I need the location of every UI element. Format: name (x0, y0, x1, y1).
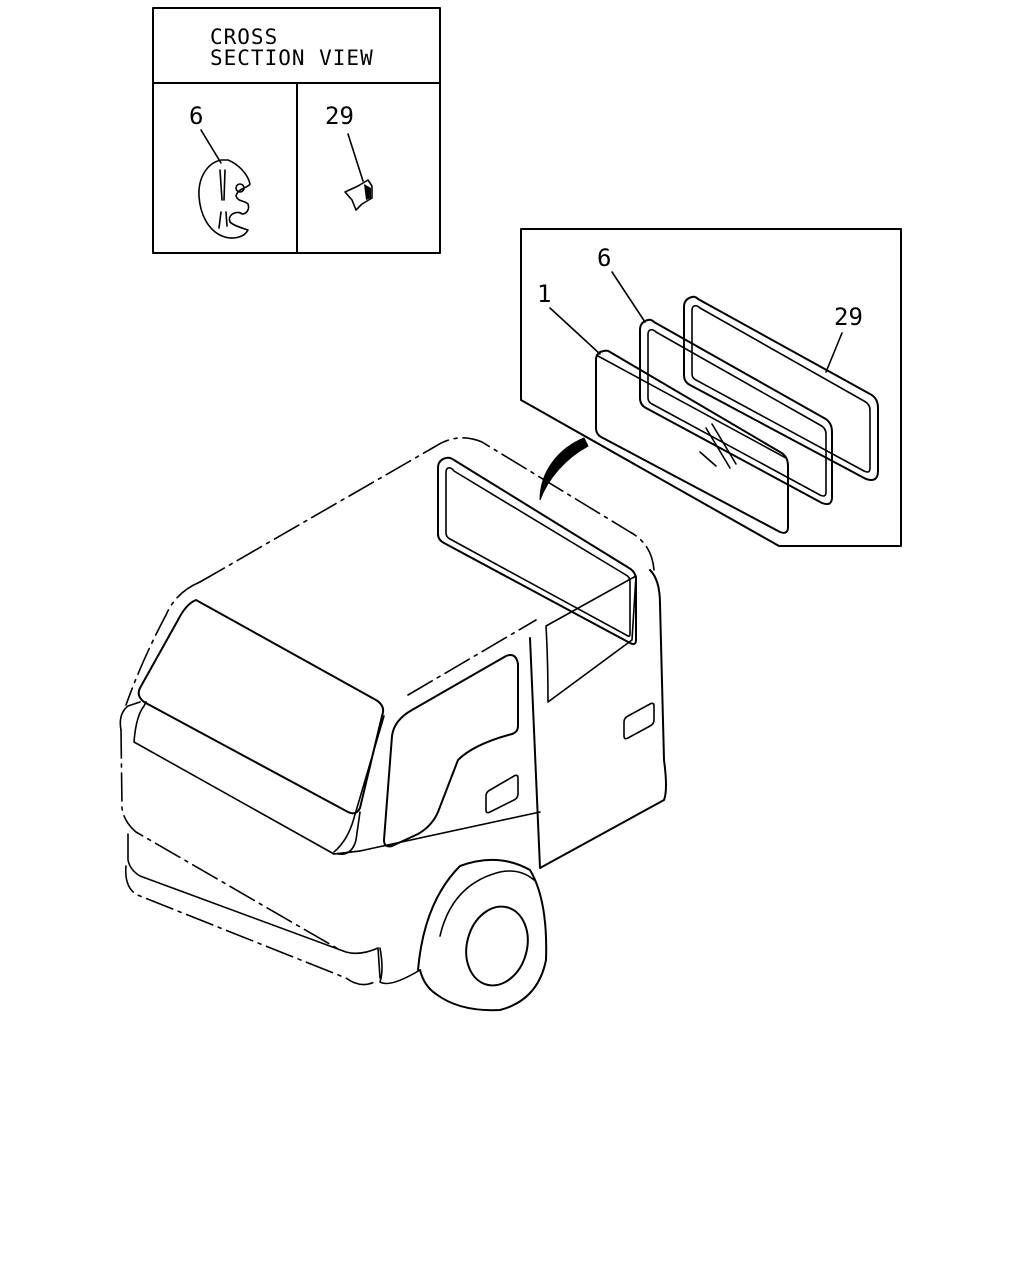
cab-rear-door (529, 569, 667, 869)
exploded-label-1: 1 (537, 280, 551, 308)
strip-section-icon (344, 179, 373, 211)
rear-door-handle (623, 702, 655, 740)
leader-29 (825, 332, 843, 373)
rear-door-window (545, 575, 637, 703)
weatherstrip-notch (235, 183, 245, 193)
cab-front-lower-outline (120, 729, 341, 951)
inset-leader-29 (347, 133, 364, 182)
window-strip-29-inner (691, 304, 871, 473)
exploded-panel-frame (520, 228, 902, 547)
exploded-view-panel: 1 6 29 (520, 228, 902, 547)
callout-arrow (539, 437, 589, 501)
cab-rear-window-inner (445, 467, 631, 638)
inset-header-line2: SECTION VIEW (210, 46, 374, 70)
weatherstrip-slot-upper (219, 169, 226, 201)
cab-rear-window-outer (437, 456, 637, 645)
inset-label-29: 29 (325, 102, 354, 130)
wheel-rim (465, 905, 529, 987)
cab-side-belt-phantom (333, 850, 361, 855)
window-seal-6-inner (647, 328, 827, 497)
window-seal-6-outer (639, 318, 833, 506)
wheel-arch (439, 870, 535, 937)
front-bumper-bottom (124, 865, 379, 986)
wheel-tire (417, 858, 548, 1012)
cab-side-belt (333, 811, 541, 855)
leader-1 (549, 307, 601, 355)
front-bumper-top (127, 833, 381, 979)
cab-front-panel-top (133, 701, 335, 855)
cab-side-front-window (383, 654, 519, 848)
cab-front-roof-edge (125, 581, 201, 706)
cross-section-inset: CROSS SECTION VIEW 6 29 (152, 7, 441, 254)
inset-label-6: 6 (189, 102, 203, 130)
cab-windshield (137, 599, 385, 815)
truck-cab (119, 437, 667, 1012)
inset-leader-6 (200, 129, 222, 164)
bumper-corner (379, 947, 421, 985)
leader-6 (611, 271, 646, 323)
inset-header-line1: CROSS (210, 25, 278, 49)
glass-edge-line (597, 355, 787, 459)
exploded-label-6: 6 (597, 244, 611, 272)
weatherstrip-slot-lower (218, 211, 228, 229)
front-door-handle (485, 774, 519, 814)
window-strip-29-outer (683, 295, 879, 481)
cab-roof-outline (199, 437, 655, 583)
weatherstrip-section-icon (198, 159, 251, 239)
glass-reflection-marks (699, 423, 737, 469)
windshield-pillar-lines (119, 701, 361, 856)
cab-roof-side-line (407, 619, 537, 696)
exploded-label-29: 29 (834, 303, 863, 331)
a-pillar (333, 715, 385, 853)
strip-section-fill (364, 184, 371, 200)
window-glass-1 (595, 349, 789, 534)
